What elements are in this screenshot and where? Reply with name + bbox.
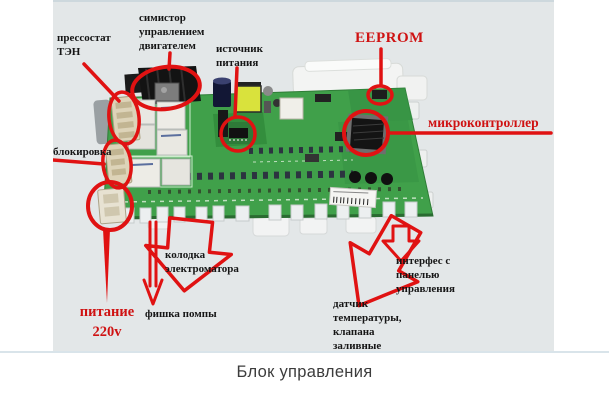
bottom-connector-tabs: [122, 201, 418, 224]
power-supply-ic: [223, 122, 253, 144]
control-board-photo: прессостат ТЭН симистор управлением двиг…: [53, 0, 554, 353]
arrow-interface: [381, 224, 421, 263]
label-sensors: датчик температуры, клапана заливные: [333, 298, 402, 352]
divider-line: [0, 351, 609, 353]
capacitor: [213, 77, 231, 107]
left-connectors: [97, 95, 141, 225]
label-power-source: источник питания: [216, 43, 263, 69]
arrow-sensors: [348, 213, 423, 308]
line-power-supply: [233, 66, 239, 118]
circle-pressostat-connector: [107, 90, 141, 146]
line-pressostat: [82, 62, 121, 103]
arrow-pump: [142, 220, 164, 306]
label-microcontroller: микроконтроллер: [428, 115, 539, 130]
triac-heatsink: [124, 66, 201, 105]
circle-power-supply: [219, 115, 257, 153]
label-pump: фишка помпы: [145, 308, 217, 320]
line-interlock: [53, 158, 106, 166]
line-triac: [167, 51, 172, 71]
red-annotations: [53, 47, 553, 308]
transformer: [235, 82, 262, 113]
barcode-label: [328, 186, 378, 209]
line-power220: [103, 229, 110, 303]
round-capacitors: [349, 171, 393, 185]
label-eeprom: EEPROM: [355, 30, 424, 46]
label-power220: питание 220v: [79, 304, 135, 340]
figure-caption: Блок управления: [236, 363, 373, 381]
label-interlock: блокировка: [53, 146, 112, 158]
label-triac: симистор управлением двигателем: [139, 12, 205, 52]
arrow-motor-block: [144, 216, 234, 293]
board-art: [53, 47, 553, 308]
eeprom-chip: [372, 90, 387, 99]
circle-power-connector: [86, 180, 134, 232]
label-motor-block: колодка электроматора: [165, 249, 239, 275]
label-pressostat: прессостат ТЭН: [57, 32, 111, 58]
microcontroller-chip: [345, 113, 389, 155]
label-interface: интерфес с панелью управления: [396, 255, 455, 295]
circle-triac: [130, 64, 202, 112]
